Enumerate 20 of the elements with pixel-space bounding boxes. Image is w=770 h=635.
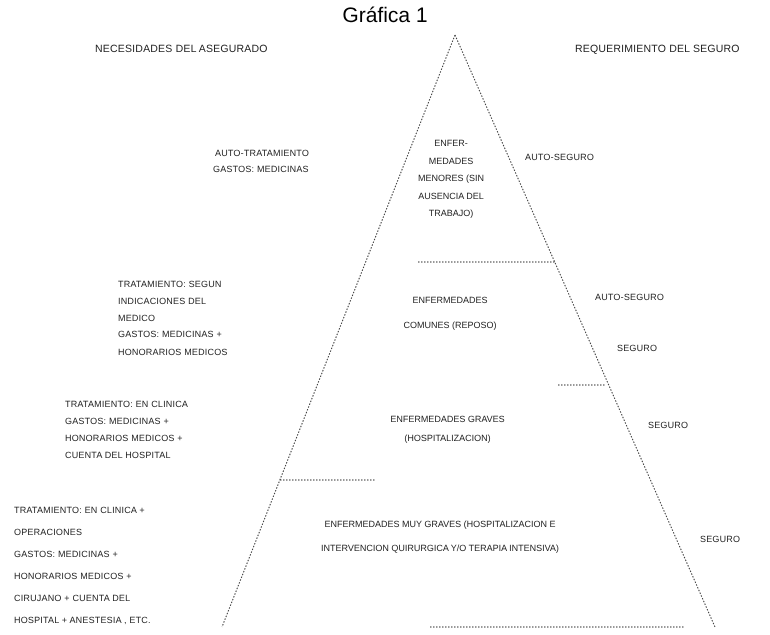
level-text: ENFERMEDADES GRAVES (HOSPITALIZACION) (389, 413, 506, 445)
side-note: SEGURO (648, 419, 690, 432)
side-note: AUTO-TRATAMIENTO (215, 147, 310, 160)
side-note: SEGURO (617, 342, 658, 355)
level-text: ENFER- MEDADES MENORES (SIN AUSENCIA DEL TRABAJO) (418, 137, 484, 220)
side-note: TRATAMIENTO: EN CLINICA + OPERACIONES (14, 504, 146, 539)
level-text: ENFERMEDADES COMUNES (REPOSO) (402, 294, 498, 332)
side-note: TRATAMIENTO: SEGUN INDICACIONES DEL MEDICO (118, 278, 223, 325)
side-note: TRATAMIENTO: EN CLINICA (65, 398, 190, 411)
side-note: AUTO-SEGURO (595, 291, 666, 304)
title: Gráfica 1 (341, 4, 429, 28)
side-note: GASTOS: MEDICINAS (213, 163, 310, 176)
column-heading: NECESIDADES DEL ASEGURADO (95, 42, 269, 56)
column-heading: REQUERIMIENTO DEL SEGURO (575, 42, 741, 56)
side-note: AUTO-SEGURO (525, 151, 596, 164)
side-note: GASTOS: MEDICINAS + HONORARIOS MEDICOS + CIRUJANO + CUENTA DEL HOSPITAL + ANESTESIA , ETC. (14, 548, 152, 627)
side-note: SEGURO (700, 533, 742, 546)
side-note: GASTOS: MEDICINAS + HONORARIOS MEDICOS + CUENTA DEL HOSPITAL (65, 415, 184, 462)
level-text: ENFERMEDADES MUY GRAVES (HOSPITALIZACION E INTERVENCION QUIRURGICA Y/O TERAPIA INTENSIVA) (320, 518, 560, 555)
side-note: GASTOS: MEDICINAS + HONORARIOS MEDICOS (118, 328, 229, 358)
